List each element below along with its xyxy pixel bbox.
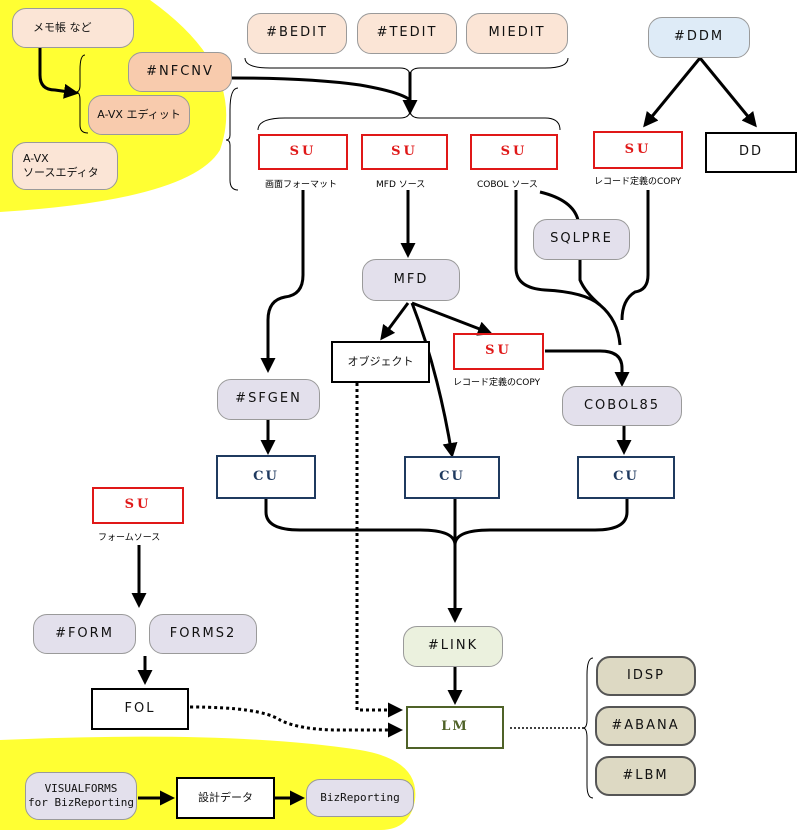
visualforms-node: VISUALFORMS for BizReporting: [25, 772, 137, 820]
label-form-source: フォームソース: [98, 533, 161, 543]
label-screen-format: 画面フォーマット: [265, 180, 338, 190]
bedit-node: #BEDIT: [247, 13, 347, 54]
su-screen-format: SU: [258, 134, 348, 170]
cu-node-3: CU: [577, 456, 675, 499]
edge-cobol-sqlpre: [539, 190, 580, 221]
label-record-copy: レコード定義のCOPY: [594, 177, 682, 187]
dd-node: DD: [705, 132, 797, 173]
edge-mfd-su: [411, 301, 493, 336]
label-mfd-source: MFD ソース: [376, 180, 426, 190]
edge-mfd-object: [380, 302, 410, 341]
avx-source-line-2: ソースエディタ: [23, 166, 99, 179]
visualforms-line-2: for BizReporting: [28, 796, 134, 809]
su-mfd-source: SU: [361, 134, 448, 170]
object-node: オブジェクト: [331, 341, 430, 383]
edge-ddm-su: [643, 57, 702, 128]
sqlpre-node: SQLPRE: [533, 219, 630, 260]
su-record-copy: SU: [593, 131, 683, 169]
edge-cu3-merge: [453, 499, 629, 546]
label-cobol-source: COBOL ソース: [477, 180, 538, 190]
lm-node: LM: [406, 706, 504, 749]
lbm-node: #LBM: [595, 756, 696, 796]
tedit-node: #TEDIT: [357, 13, 457, 54]
brace-su-row: [257, 109, 561, 131]
edge-fol-lm: [189, 705, 403, 738]
edge-nfcnv-su: [231, 76, 411, 102]
edge-copy-cobol85: [620, 190, 650, 321]
su-record-copy-2: SU: [453, 333, 544, 370]
brace-editors: [244, 57, 569, 77]
brace-runtime: [582, 657, 594, 799]
edge-object-lm: [355, 383, 403, 718]
edge-ddm-dd: [698, 57, 757, 128]
su-form-source: SU: [92, 487, 184, 524]
edge-su2-cobol85: [545, 349, 630, 387]
abana-node: #ABANA: [595, 706, 696, 746]
forms2-node: FORMS2: [149, 614, 257, 654]
ddm-node: #DDM: [648, 17, 750, 58]
memo-node: メモ帳 など: [12, 8, 134, 48]
edge-su-sfgen: [260, 190, 305, 373]
visualforms-line-1: VISUALFORMS: [44, 782, 118, 796]
avx-edit-node: A-VX エディット: [88, 95, 190, 135]
miedit-node: MIEDIT: [466, 13, 568, 54]
label-record-copy-2: レコード定義のCOPY: [453, 378, 541, 388]
edge-mfd-cu: [410, 302, 458, 458]
brace-avx: [75, 54, 89, 134]
cu-node-2: CU: [404, 456, 500, 499]
edge-cobol-cobol85: [514, 190, 622, 346]
design-data-node: 設計データ: [176, 777, 275, 819]
sfgen-node: #SFGEN: [217, 379, 320, 420]
cu-node-1: CU: [216, 455, 316, 499]
edge-sqlpre-cobol85: [578, 260, 601, 307]
mfd-node: MFD: [362, 259, 460, 301]
link-node: #LINK: [403, 626, 503, 667]
edge-memo-avx: [38, 48, 79, 99]
bizreporting-node: BizReporting: [306, 779, 414, 817]
edge-cu-merge: [264, 499, 457, 546]
avx-source-line-1: A-VX: [23, 152, 49, 166]
su-cobol-source: SU: [470, 134, 558, 170]
nfcnv-node: #NFCNV: [128, 52, 232, 92]
form-node: #FORM: [33, 614, 136, 654]
cobol85-node: COBOL85: [562, 386, 682, 426]
fol-node: FOL: [91, 688, 189, 730]
idsp-node: IDSP: [596, 656, 696, 696]
avx-source-node: A-VX ソースエディタ: [12, 142, 118, 190]
brace-left: [225, 87, 239, 191]
